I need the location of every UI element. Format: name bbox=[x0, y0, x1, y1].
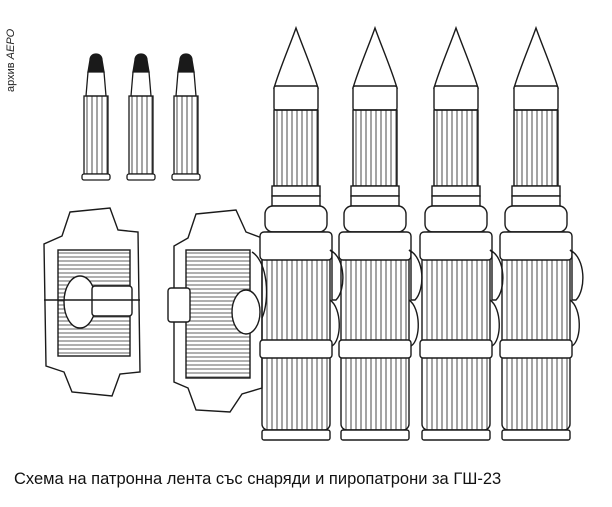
cartridge-round bbox=[259, 27, 344, 441]
squib-cartridge bbox=[81, 53, 111, 181]
credit-source: АЕРО bbox=[5, 28, 17, 60]
figure-caption: Схема на патронна лента със снаряди и пи… bbox=[14, 470, 502, 488]
belt-link-side bbox=[167, 209, 268, 413]
ammunition-belt-illustration bbox=[43, 27, 584, 441]
photo-credit: архив АЕРО bbox=[5, 29, 17, 92]
squib-cartridge bbox=[171, 53, 201, 181]
credit-prefix: архив bbox=[5, 62, 17, 92]
cartridge-round bbox=[419, 27, 504, 441]
cartridge-round bbox=[338, 27, 423, 441]
belt-link-front bbox=[43, 207, 141, 397]
squib-cartridge bbox=[126, 53, 156, 181]
cartridge-round bbox=[499, 27, 584, 441]
